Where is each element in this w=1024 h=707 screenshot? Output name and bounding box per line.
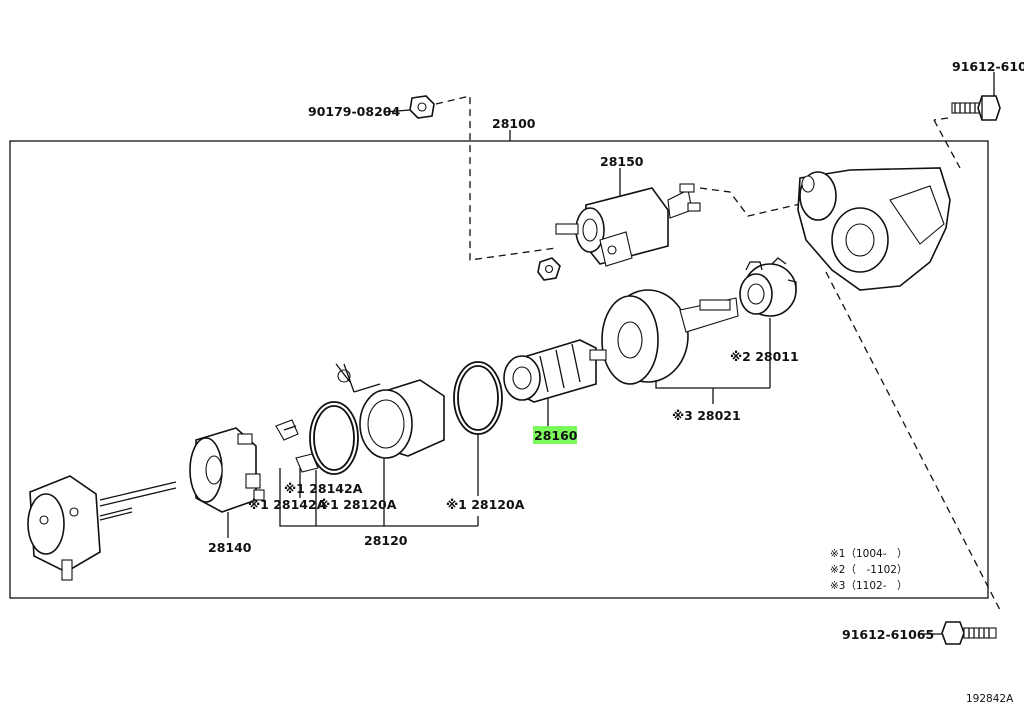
- o-ring-right-icon[interactable]: [453, 361, 503, 435]
- label-gear-assy[interactable]: ※3 28021: [672, 408, 741, 423]
- o-ring-right-inner: [457, 365, 499, 431]
- highlight-armature: [533, 426, 577, 444]
- assembly-frame: [9, 140, 989, 599]
- label-clutch[interactable]: ※2 28011: [730, 349, 799, 364]
- bolt-bottom-right-icon[interactable]: [941, 621, 997, 645]
- clutch-gear-icon[interactable]: [739, 257, 797, 317]
- note-3: ※3（1102- ）: [830, 580, 908, 592]
- label-assembly[interactable]: 28100: [492, 116, 536, 131]
- armature-icon[interactable]: [503, 339, 607, 403]
- o-ring-left-icon[interactable]: [309, 401, 359, 475]
- pinion-gear-icon[interactable]: [601, 289, 739, 385]
- yoke-icon[interactable]: [335, 363, 445, 459]
- diagram-id: 192842A: [966, 693, 1014, 705]
- brush-clip-icon[interactable]: [295, 453, 319, 473]
- note-2: ※2（ -1102）: [830, 564, 908, 576]
- note-1: ※1（1004- ）: [830, 548, 908, 560]
- label-brush-a[interactable]: ※1 28142A: [284, 481, 363, 496]
- o-ring-left-inner: [313, 405, 355, 471]
- brush-spring-icon[interactable]: [275, 419, 299, 441]
- label-yoke[interactable]: 28120: [364, 533, 408, 548]
- label-ring-a[interactable]: ※1 28120A: [318, 497, 397, 512]
- label-bolt-top-right[interactable]: 91612-61065: [952, 59, 1024, 74]
- end-cover-icon[interactable]: [27, 475, 177, 581]
- bolt-top-right-icon[interactable]: [951, 95, 1001, 121]
- small-nut-icon[interactable]: [537, 257, 561, 281]
- label-bolt-bottom-right[interactable]: 91612-61065: [842, 627, 934, 642]
- label-armature[interactable]: 28160: [534, 428, 578, 443]
- label-brush-holder[interactable]: 28140: [208, 540, 252, 555]
- drive-housing-icon[interactable]: [797, 167, 951, 291]
- solenoid-icon[interactable]: [555, 168, 701, 267]
- label-solenoid[interactable]: 28150: [600, 154, 644, 169]
- label-brush-b[interactable]: ※1 28142A: [248, 497, 327, 512]
- label-nut-top[interactable]: 90179-08204: [308, 104, 400, 119]
- brush-holder-icon[interactable]: [189, 427, 265, 513]
- nut-top-icon[interactable]: [409, 95, 435, 119]
- label-ring-b[interactable]: ※1 28120A: [446, 497, 525, 512]
